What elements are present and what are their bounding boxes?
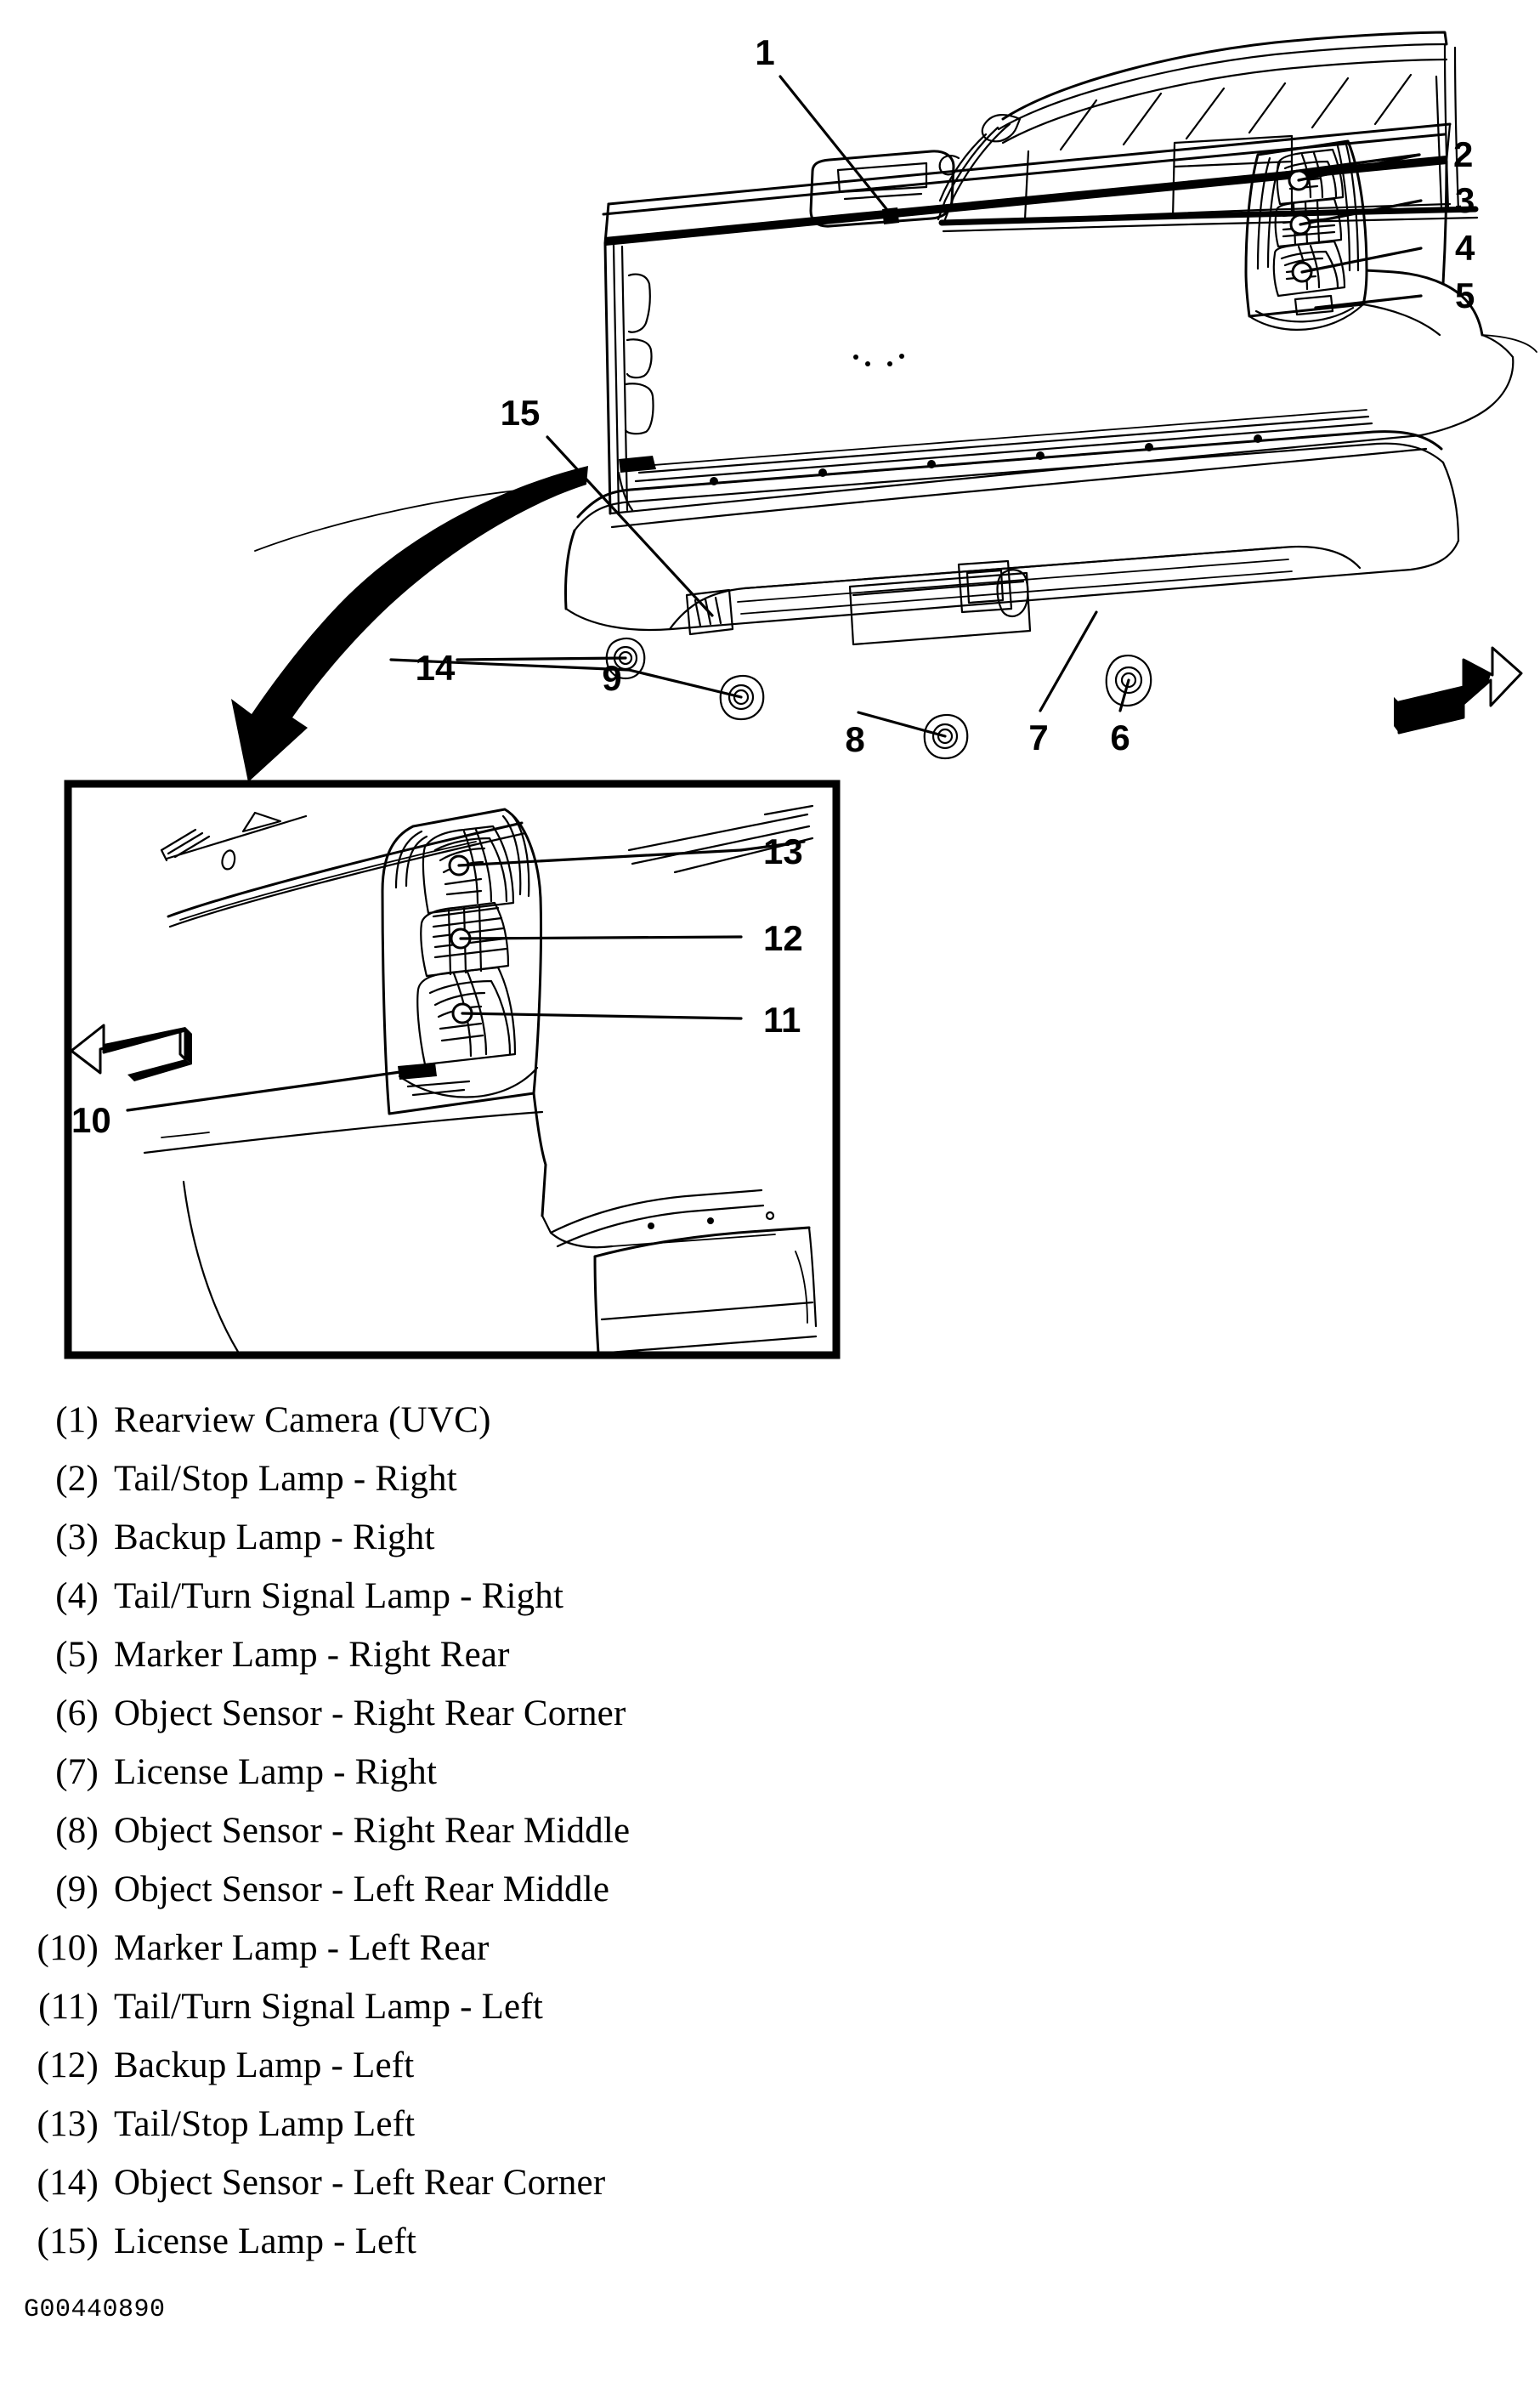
legend-item: (12) Backup Lamp - Left xyxy=(0,2036,1540,2095)
rear-bumper xyxy=(564,409,1460,760)
legend-item-label: Tail/Stop Lamp - Right xyxy=(114,1459,457,1499)
object-sensor-right-rear-middle xyxy=(923,713,969,760)
legend-item-label: Marker Lamp - Left Rear xyxy=(114,1928,490,1968)
left-tail-lamp-detail xyxy=(381,808,543,1115)
legend-item-number: (13) xyxy=(37,2104,99,2144)
legend-item: (8) Object Sensor - Right Rear Middle xyxy=(0,1801,1540,1860)
detail-callout-arrow xyxy=(231,466,588,782)
legend-item-number: (14) xyxy=(37,2163,99,2203)
detail-body-panel xyxy=(143,1092,818,1355)
right-quarter-panel xyxy=(1362,269,1515,437)
figure-id-code: G00440890 xyxy=(24,2295,166,2324)
legend-item: (3) Backup Lamp - Right xyxy=(0,1508,1540,1567)
legend-item-number: (11) xyxy=(38,1987,99,2027)
legend-item-label: Object Sensor - Left Rear Corner xyxy=(114,2163,606,2203)
vehicle-rear-illustration xyxy=(254,31,1537,760)
svg-text:2: 2 xyxy=(1453,134,1473,174)
legend-item: (7) License Lamp - Right xyxy=(0,1743,1540,1801)
legend-item: (1) Rearview Camera (UVC) xyxy=(0,1391,1540,1449)
cab-roof-and-rear-window xyxy=(937,31,1460,221)
legend-item: (15) License Lamp - Left xyxy=(0,2212,1540,2271)
svg-text:13: 13 xyxy=(763,831,803,871)
legend-item-label: Object Sensor - Right Rear Corner xyxy=(114,1693,626,1733)
object-sensor-right-rear-corner xyxy=(1105,655,1152,707)
legend-item: (2) Tail/Stop Lamp - Right xyxy=(0,1449,1540,1508)
legend-item-number: (4) xyxy=(55,1576,99,1616)
leader-lines-main xyxy=(389,75,1423,738)
legend-item-label: Object Sensor - Left Rear Middle xyxy=(114,1869,610,1909)
legend-item-label: Tail/Stop Lamp Left xyxy=(114,2104,416,2144)
figure-svg: 1 2 3 4 5 6 7 8 9 14 15 xyxy=(64,31,1537,1359)
tailgate-panel xyxy=(603,160,1448,529)
svg-text:14: 14 xyxy=(416,648,456,688)
legend-item-label: Backup Lamp - Left xyxy=(114,2045,415,2085)
legend-item: (13) Tail/Stop Lamp Left xyxy=(0,2095,1540,2153)
legend-item-label: License Lamp - Left xyxy=(114,2221,416,2261)
svg-text:11: 11 xyxy=(763,1000,801,1040)
leader-lines-detail xyxy=(126,840,806,1112)
svg-text:8: 8 xyxy=(845,719,864,759)
legend-item-number: (10) xyxy=(37,1928,99,1968)
view-direction-arrow-right xyxy=(1394,646,1523,735)
legend-item-number: (6) xyxy=(55,1693,99,1733)
legend-item-label: Rearview Camera (UVC) xyxy=(114,1400,491,1440)
object-sensor-left-rear-middle xyxy=(719,674,765,721)
svg-text:4: 4 xyxy=(1455,228,1475,268)
legend-item: (6) Object Sensor - Right Rear Corner xyxy=(0,1684,1540,1743)
legend-item: (4) Tail/Turn Signal Lamp - Right xyxy=(0,1567,1540,1625)
legend-item-number: (7) xyxy=(55,1752,99,1792)
svg-text:12: 12 xyxy=(763,918,803,958)
view-direction-arrow-left xyxy=(70,1024,192,1081)
legend-item-number: (8) xyxy=(55,1811,99,1851)
legend-item: (9) Object Sensor - Left Rear Middle xyxy=(0,1860,1540,1919)
legend-item-label: Backup Lamp - Right xyxy=(114,1518,435,1557)
legend-item-label: Tail/Turn Signal Lamp - Left xyxy=(114,1987,543,2027)
svg-text:9: 9 xyxy=(602,658,621,698)
component-locator-figure: 1 2 3 4 5 6 7 8 9 14 15 xyxy=(64,31,1537,1359)
legend-item-number: (15) xyxy=(37,2221,99,2261)
component-legend-list: (1) Rearview Camera (UVC) (2) Tail/Stop … xyxy=(0,1391,1540,2271)
svg-text:7: 7 xyxy=(1028,718,1048,757)
legend-item-label: Tail/Turn Signal Lamp - Right xyxy=(114,1576,564,1616)
callout-numbers-main: 1 2 3 4 5 6 7 8 9 14 15 xyxy=(416,32,1475,759)
legend-item: (11) Tail/Turn Signal Lamp - Left xyxy=(0,1977,1540,2036)
legend-item: (5) Marker Lamp - Right Rear xyxy=(0,1625,1540,1684)
legend-item-label: Marker Lamp - Right Rear xyxy=(114,1635,510,1675)
legend-item-label: Object Sensor - Right Rear Middle xyxy=(114,1811,631,1851)
legend-item: (10) Marker Lamp - Left Rear xyxy=(0,1919,1540,1977)
tailgate-handle-camera-housing xyxy=(809,150,955,228)
callout-numbers-detail: 13 12 11 10 xyxy=(71,831,803,1140)
legend-item: (14) Object Sensor - Left Rear Corner xyxy=(0,2153,1540,2212)
legend-item-number: (2) xyxy=(55,1459,99,1499)
svg-text:3: 3 xyxy=(1455,180,1475,220)
legend-item-number: (5) xyxy=(55,1635,99,1675)
detail-inset-box: 13 12 11 10 xyxy=(64,780,841,1359)
legend-item-label: License Lamp - Right xyxy=(114,1752,438,1792)
legend-item-number: (12) xyxy=(37,2045,99,2085)
legend-item-number: (1) xyxy=(55,1400,99,1440)
svg-text:1: 1 xyxy=(755,32,774,72)
svg-text:5: 5 xyxy=(1455,275,1475,315)
legend-item-number: (9) xyxy=(55,1869,99,1909)
svg-text:10: 10 xyxy=(71,1100,111,1140)
legend-item-number: (3) xyxy=(55,1518,99,1557)
svg-text:15: 15 xyxy=(501,393,541,433)
svg-text:6: 6 xyxy=(1110,718,1130,757)
